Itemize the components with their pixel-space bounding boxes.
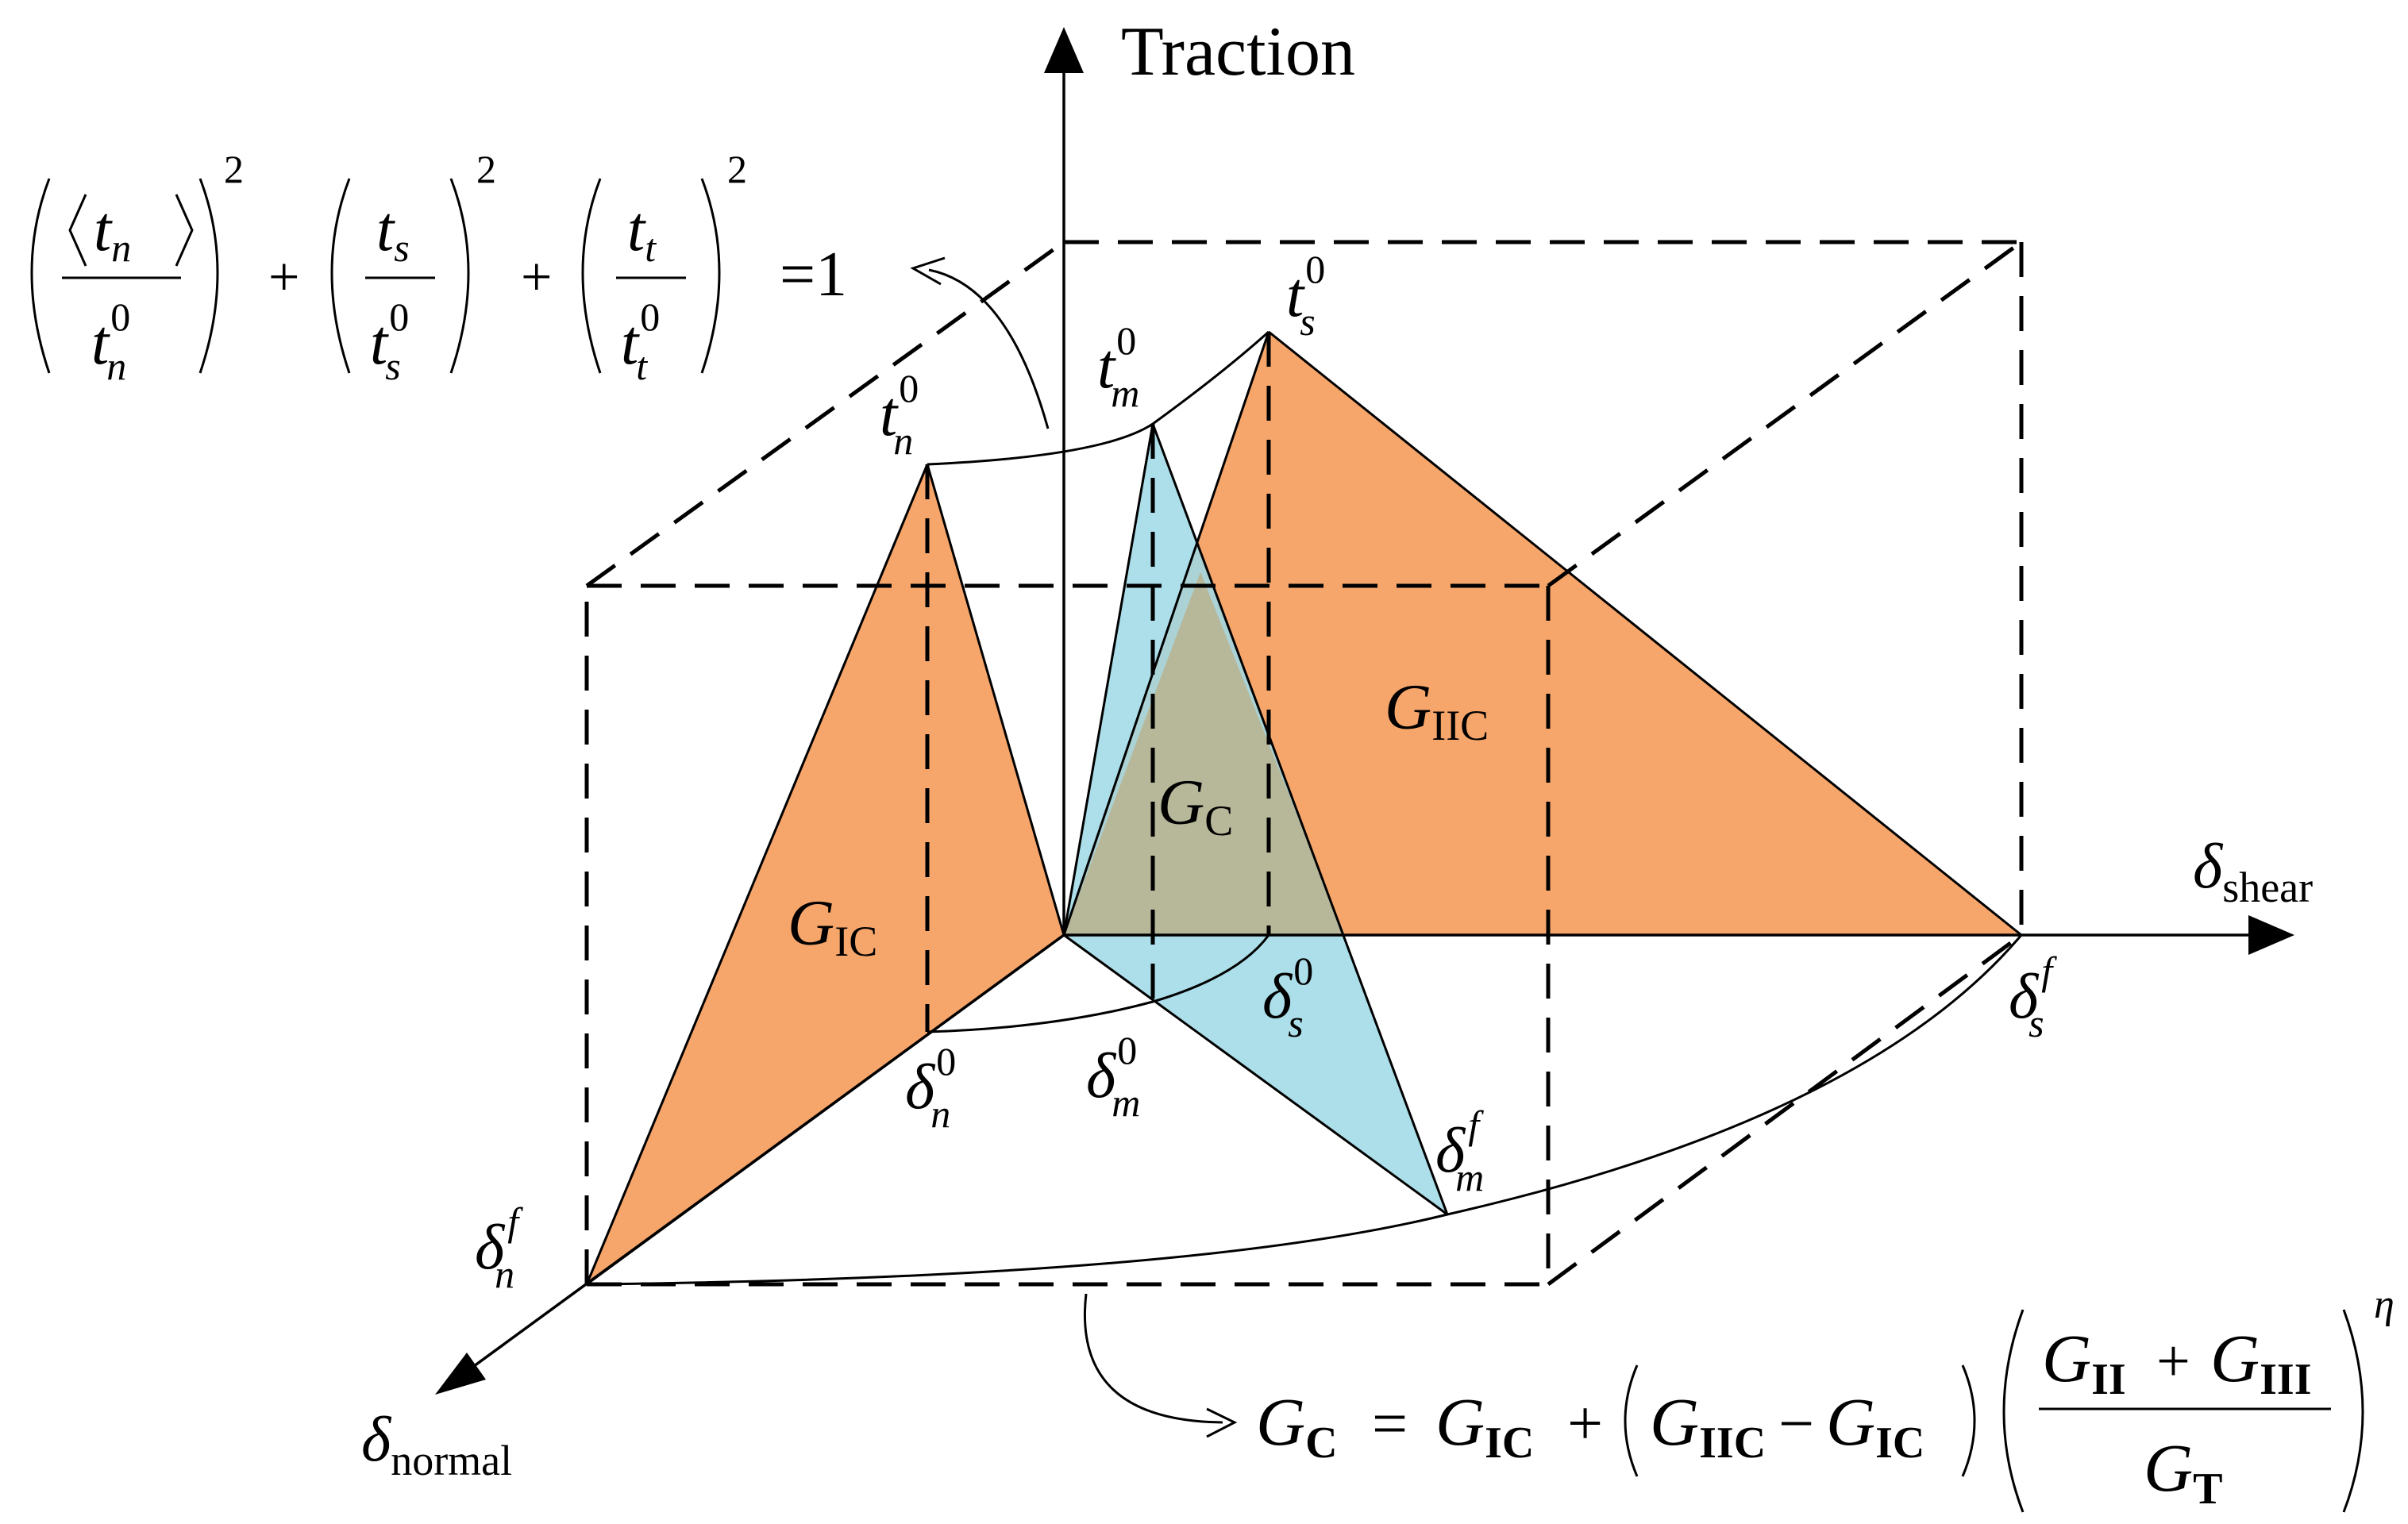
box-bottom-right-diagonal xyxy=(1547,933,2023,1287)
eq3-paren-right xyxy=(700,178,721,374)
mode-ii-triangle xyxy=(1064,332,2021,935)
mixed-rise xyxy=(1062,423,1154,936)
eq3-power: 2 xyxy=(727,147,747,191)
bk-paren-right-1 xyxy=(1961,1364,1976,1477)
bk-paren-left-2 xyxy=(2002,1309,2025,1513)
mode-i-triangle xyxy=(587,464,1064,1284)
mode-i-rise xyxy=(585,464,929,1285)
region-label-gic: GIC xyxy=(788,887,877,965)
eq1-paren-left xyxy=(30,178,51,374)
eq3-paren-left xyxy=(581,178,602,374)
normal-axis-sub: normal xyxy=(391,1437,512,1484)
normal-axis xyxy=(460,933,1065,1376)
failure-arc xyxy=(586,934,2023,1286)
eq2-paren-left xyxy=(330,178,351,374)
eq-plus-2: + xyxy=(521,247,552,308)
eq1-paren-right xyxy=(198,178,219,374)
leaders xyxy=(910,256,1238,1438)
box-right-top-diagonal xyxy=(1547,240,2023,588)
bk-den: GT xyxy=(2144,1430,2222,1514)
eq1-num: tn xyxy=(94,194,131,270)
bk-lhs: GC xyxy=(1256,1384,1338,1468)
bk-paren-left-1 xyxy=(1624,1364,1639,1477)
shear-axis-label: δshear xyxy=(2193,832,2313,911)
eq2-num: ts xyxy=(376,194,410,270)
region-label-giic: GIIC xyxy=(1385,671,1489,749)
bk-eq: = xyxy=(1372,1389,1408,1459)
bk-exponent: η xyxy=(2374,1282,2395,1327)
eq-rhs: =1 xyxy=(780,240,847,310)
mode-ii-rise xyxy=(1062,331,1270,936)
traction-axis-arrowhead xyxy=(1044,27,1084,73)
dashed-box xyxy=(584,240,2024,1287)
bk-plus1: + xyxy=(1567,1389,1603,1459)
mode-ii-fall xyxy=(1268,330,2022,937)
normal-axis-arrowhead xyxy=(435,1353,486,1395)
bk-leader-curve xyxy=(1084,1293,1223,1424)
mode-i-fall xyxy=(926,464,1065,936)
bk-criterion-equation: GC = GIC + GIIC − GIC GII + GIII GT η xyxy=(1256,1282,2395,1514)
normal-axis-label: δnormal xyxy=(361,1405,512,1484)
shear-axis-arrowhead xyxy=(2248,915,2294,955)
filled-regions xyxy=(587,332,2021,1284)
box-left-top-diagonal xyxy=(585,240,1065,588)
eq-plus-1: + xyxy=(268,247,299,308)
bk-g2: GIIC xyxy=(1650,1384,1766,1468)
axes xyxy=(435,27,2294,1395)
mixed-base xyxy=(1063,933,1448,1216)
peak-arc xyxy=(927,330,1270,466)
bk-paren-right-2 xyxy=(2342,1309,2364,1513)
region-label-gc: GC xyxy=(1158,766,1233,845)
bk-leader-head xyxy=(1206,1407,1238,1438)
eq1-power: 2 xyxy=(224,147,244,191)
eq2-paren-right xyxy=(449,178,470,374)
bk-g3: GIC xyxy=(1826,1384,1924,1468)
criterion-leader-head xyxy=(910,256,946,286)
onset-arc xyxy=(927,934,1270,1033)
eq1-angle-left xyxy=(68,194,87,267)
mixed-fall xyxy=(1151,423,1449,1215)
bk-g1: GIC xyxy=(1435,1384,1534,1468)
bk-num-b: GIII xyxy=(2210,1320,2312,1404)
criterion-leader-curve xyxy=(928,268,1050,429)
eq2-power: 2 xyxy=(476,147,496,191)
eq3-num: tt xyxy=(627,194,657,270)
traction-axis-label: Traction xyxy=(1121,13,1355,90)
bk-num-a: GII xyxy=(2042,1320,2126,1404)
shear-axis-sub: shear xyxy=(2222,864,2313,911)
eq1-angle-right xyxy=(175,194,194,267)
overlap-region xyxy=(1064,572,1345,935)
bk-plus2: + xyxy=(2156,1328,2190,1395)
bk-minus: − xyxy=(1778,1389,1814,1459)
